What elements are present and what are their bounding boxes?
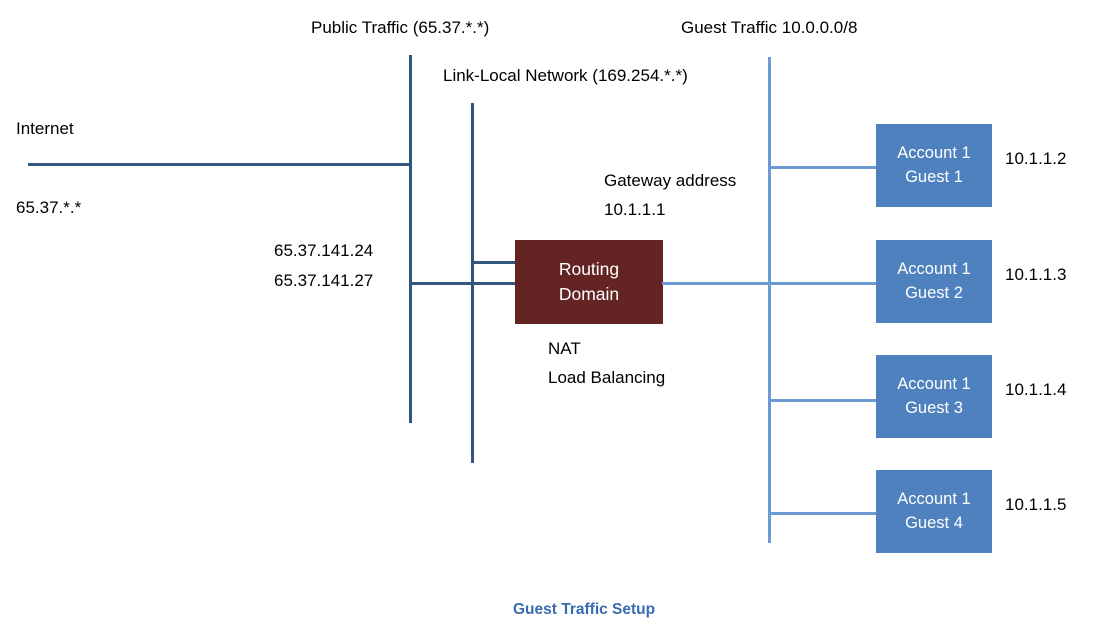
- router-to-guest-backbone-line: [662, 282, 770, 285]
- guest-box-4-account-label: Account 1: [897, 489, 971, 508]
- guest-box-1-account-label: Account 1: [897, 143, 971, 162]
- public-ip-second-label: 65.37.141.27: [274, 271, 374, 290]
- diagram-caption: Guest Traffic Setup: [513, 601, 656, 618]
- gateway-ip-label: 10.1.1.1: [604, 200, 666, 219]
- public-traffic-backbone-line: [409, 55, 412, 423]
- router-function-load-balancing-label: Load Balancing: [548, 368, 666, 387]
- guest-branch-line-1: [768, 166, 878, 169]
- gateway-address-label: Gateway address: [604, 171, 737, 190]
- routing-domain-label-line2: Domain: [558, 284, 620, 304]
- guest-traffic-backbone-line: [768, 57, 771, 543]
- internet-address-label: 65.37.*.*: [16, 198, 82, 217]
- routing-domain-label-line1: Routing: [558, 258, 620, 279]
- internet-label: Internet: [16, 119, 74, 138]
- public-ip-first-label: 65.37.141.24: [274, 241, 374, 260]
- guest-ip-label-3: 10.1.1.4: [1005, 380, 1067, 399]
- guest-ip-label-1: 10.1.1.2: [1005, 149, 1067, 168]
- guest-box-2-account-label: Account 1: [897, 259, 971, 278]
- guest-box-3-guest-label: Guest 3: [905, 398, 963, 417]
- public-traffic-zone-label: Public Traffic (65.37.*.*): [311, 18, 490, 37]
- guest-branch-line-4: [768, 512, 878, 515]
- guest-ip-label-4: 10.1.1.5: [1005, 495, 1067, 514]
- guest-box-3[interactable]: Account 1 Guest 3: [876, 355, 992, 438]
- router-function-nat-label: NAT: [548, 339, 581, 358]
- guest-box-2-guest-label: Guest 2: [905, 283, 963, 302]
- guest-box-4[interactable]: Account 1 Guest 4: [876, 470, 992, 553]
- guest-box-3-account-label: Account 1: [897, 374, 971, 393]
- internet-link-line: [28, 163, 411, 166]
- guest-ip-label-2: 10.1.1.3: [1005, 265, 1067, 284]
- guest-box-2[interactable]: Account 1 Guest 2: [876, 240, 992, 323]
- guest-branch-line-2: [768, 282, 878, 285]
- guest-box-4-guest-label: Guest 4: [905, 513, 963, 532]
- guest-box-1-guest-label: Guest 1: [905, 167, 963, 186]
- public-backbone-to-router-line: [409, 282, 517, 285]
- guest-branch-line-3: [768, 399, 878, 402]
- routing-domain-box[interactable]: Routing Domain: [515, 240, 663, 324]
- guest-traffic-zone-label: Guest Traffic 10.0.0.0/8: [681, 18, 858, 37]
- link-local-to-router-line: [471, 261, 517, 264]
- guest-box-1[interactable]: Account 1 Guest 1: [876, 124, 992, 207]
- link-local-zone-label: Link-Local Network (169.254.*.*): [443, 66, 688, 85]
